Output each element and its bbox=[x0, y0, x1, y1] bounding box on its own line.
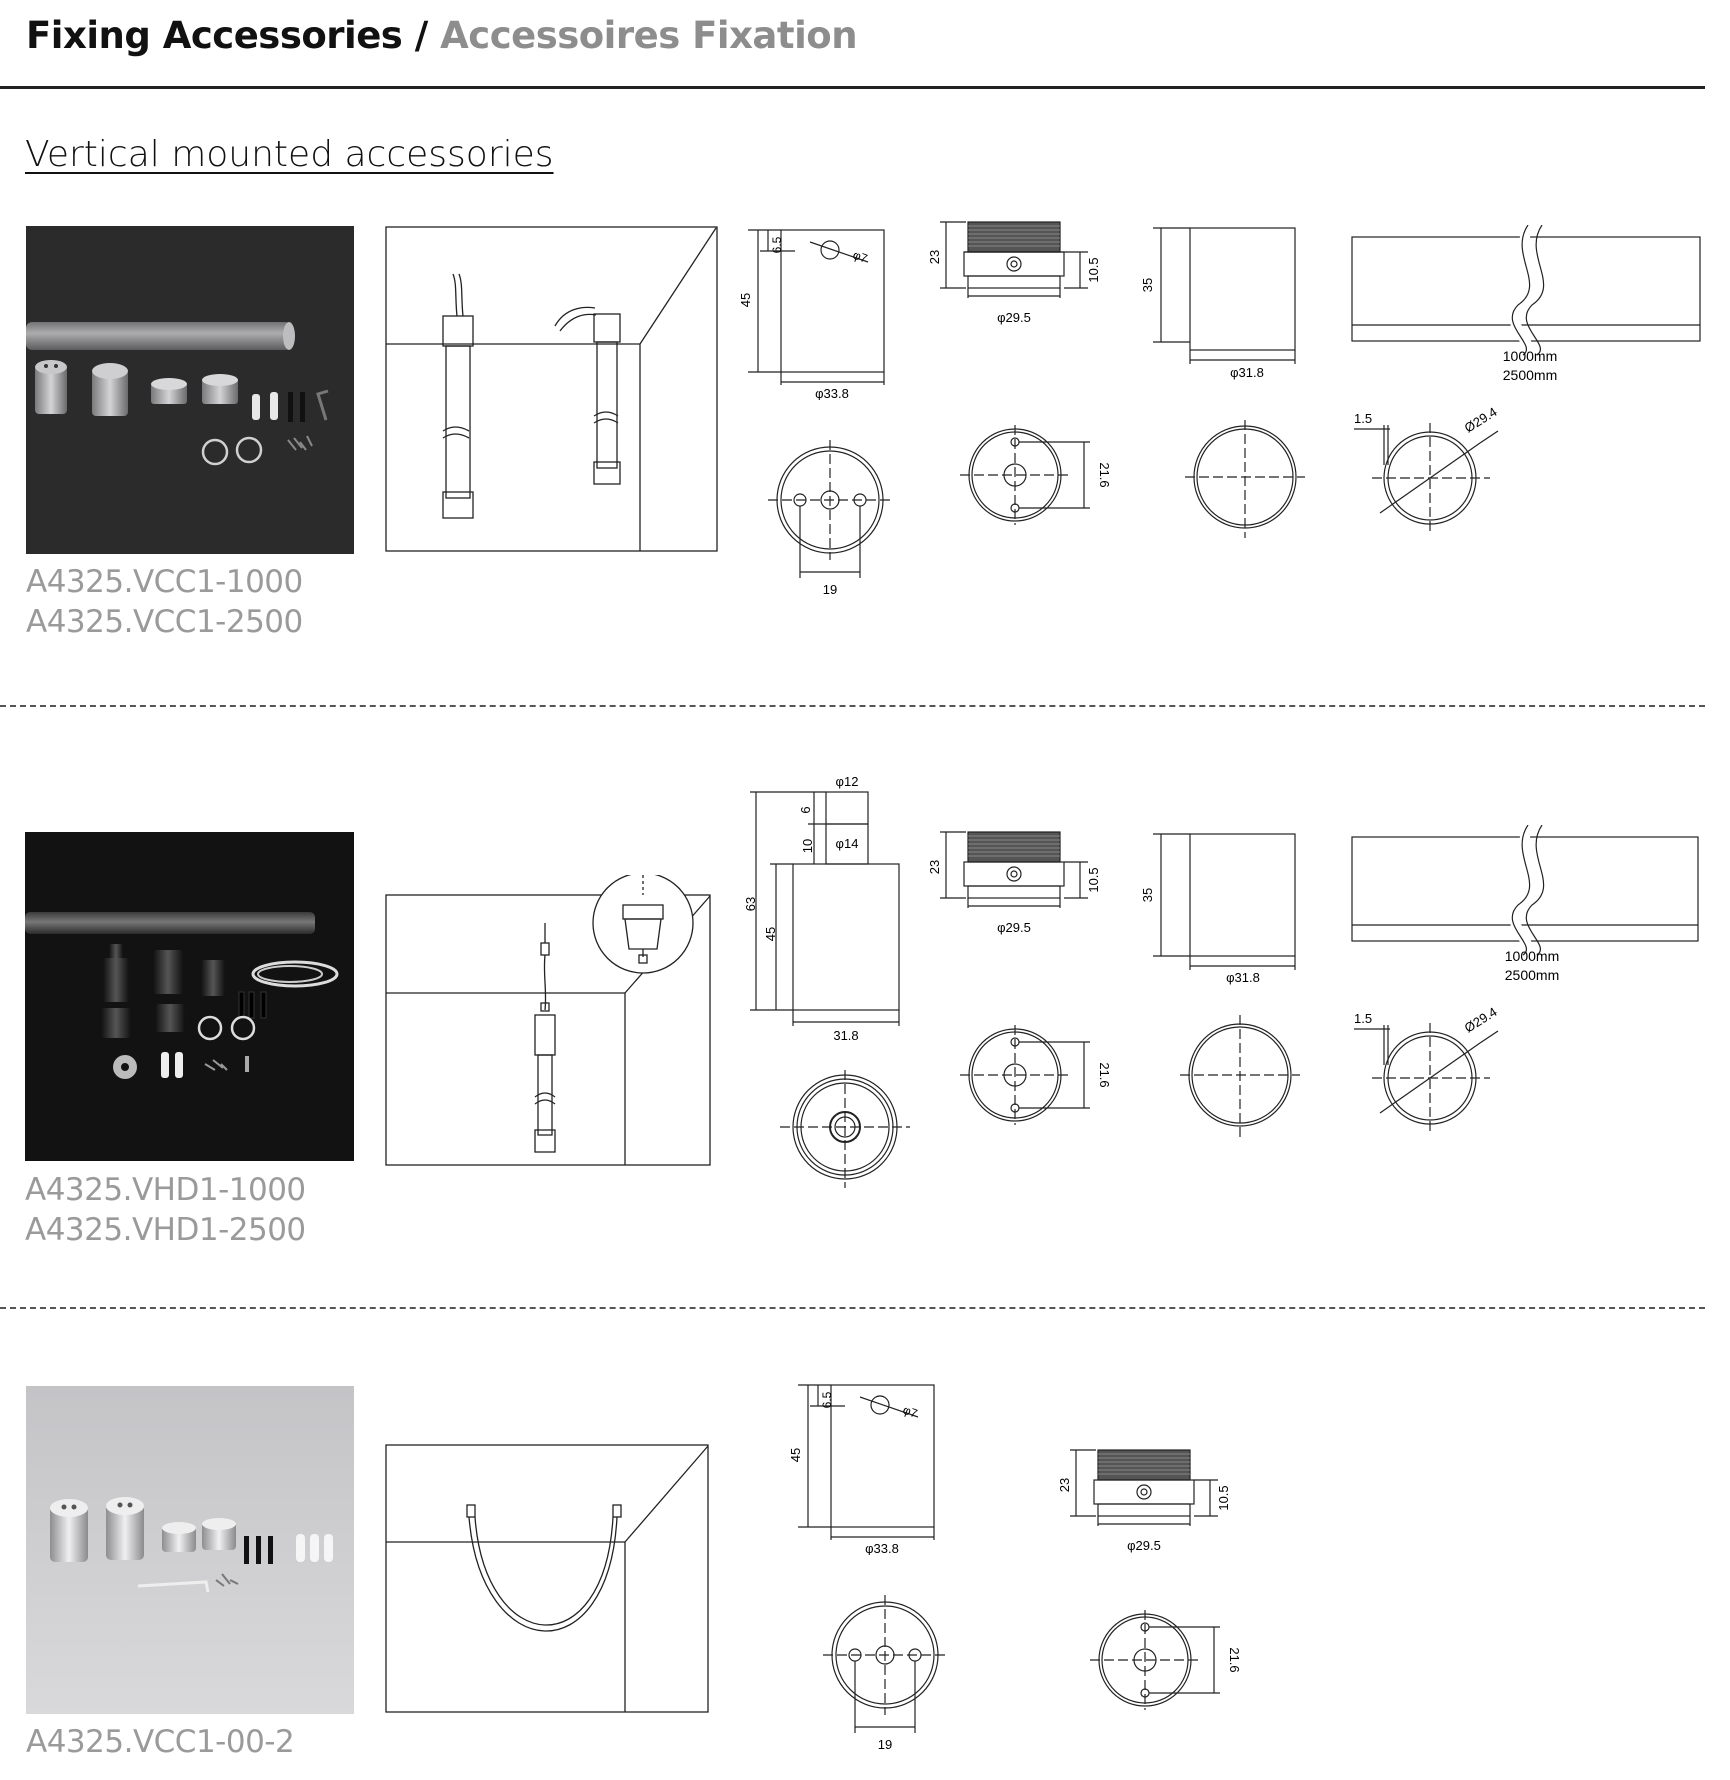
threaded-cap-bottom-view-vcc1: 21.6 bbox=[960, 425, 1110, 525]
dim-phi33-8: φ33.8 bbox=[865, 1541, 899, 1555]
dim-10-5: 10.5 bbox=[1086, 867, 1101, 892]
dim-2500mm: 2500mm bbox=[1503, 367, 1557, 383]
product-code: A4325.VHD1-2500 bbox=[25, 1212, 306, 1248]
dim-10: 10 bbox=[800, 839, 815, 853]
product-code: A4325.VCC1-00-2 bbox=[26, 1724, 295, 1760]
threaded-cap-drawing-vcc1-00: 23 10.5 φ29.5 bbox=[1057, 1449, 1231, 1553]
dim-phi29-5: φ29.5 bbox=[997, 920, 1031, 935]
header-rule bbox=[0, 86, 1705, 89]
title-separator: / bbox=[414, 14, 429, 57]
product-photo-vhd1-illustration bbox=[25, 832, 354, 1161]
dim-1-5: 1.5 bbox=[1354, 411, 1372, 426]
dim-phi7: φ7 bbox=[901, 1403, 920, 1421]
tube-section-view-vhd1: 1.5 Ø29.4 bbox=[1354, 1005, 1500, 1133]
dim-10-5: 10.5 bbox=[1216, 1485, 1231, 1510]
dim-63: 63 bbox=[743, 897, 758, 911]
dim-23: 23 bbox=[927, 860, 942, 874]
dim-19: 19 bbox=[878, 1737, 892, 1752]
dim-1000mm: 1000mm bbox=[1503, 348, 1557, 364]
product-photo-vhd1 bbox=[25, 832, 354, 1161]
dim-21-6: 21.6 bbox=[1097, 462, 1110, 487]
installation-sketch-vcc1 bbox=[385, 226, 718, 552]
dim-45: 45 bbox=[763, 927, 778, 941]
pendant-cap-bottom-view-vhd1 bbox=[780, 1070, 910, 1188]
dim-1000mm: 1000mm bbox=[1505, 948, 1559, 964]
dim-23: 23 bbox=[1057, 1478, 1072, 1492]
pendant-cap-drawing-vhd1: φ12 φ14 6 10 63 45 31.8 bbox=[743, 774, 900, 1043]
title-en: Fixing Accessories bbox=[26, 14, 403, 57]
title-fr: Accessoires Fixation bbox=[440, 14, 858, 57]
dim-23: 23 bbox=[927, 250, 942, 264]
product-photo-vcc1-illustration bbox=[26, 226, 354, 554]
dim-6: 6 bbox=[798, 806, 813, 813]
section-title: Vertical mounted accessories bbox=[25, 134, 554, 175]
plain-cap-drawing-vcc1: 35 φ31.8 bbox=[1140, 227, 1296, 380]
dim-phi7: φ7 bbox=[851, 248, 870, 266]
threaded-cap-drawing-vhd1: 23 10.5 φ29.5 bbox=[927, 831, 1101, 935]
dim-1-5: 1.5 bbox=[1354, 1011, 1372, 1026]
dim-2500mm: 2500mm bbox=[1505, 967, 1559, 983]
dim-phi29-5: φ29.5 bbox=[1127, 1538, 1161, 1553]
dim-phi29-5: φ29.5 bbox=[997, 310, 1031, 325]
dim-phi33-8: φ33.8 bbox=[815, 386, 849, 400]
dim-phi31-8: φ31.8 bbox=[1230, 365, 1264, 380]
dim-6-5: 6.5 bbox=[820, 1391, 834, 1408]
product-photo-vcc1-00-illustration bbox=[26, 1386, 354, 1714]
tube-profile-drawing-vcc1: 1000mm 2500mm bbox=[1351, 225, 1701, 383]
product-photo-vcc1-00 bbox=[26, 1386, 354, 1714]
plain-cap-bottom-view-vcc1 bbox=[1185, 420, 1305, 538]
tube-section-view-vcc1: 1.5 Ø29.4 bbox=[1354, 405, 1500, 533]
dim-o29-4: Ø29.4 bbox=[1462, 1005, 1500, 1036]
installation-sketch-vcc1-00 bbox=[385, 1444, 709, 1713]
dim-19: 19 bbox=[823, 582, 837, 597]
section-divider bbox=[0, 705, 1705, 707]
dim-45: 45 bbox=[790, 1448, 803, 1462]
dim-o29-4: Ø29.4 bbox=[1462, 405, 1500, 436]
threaded-cap-bottom-view-vhd1: 21.6 bbox=[960, 1025, 1110, 1125]
cap-bottom-view-vcc1-00: 19 bbox=[823, 1595, 947, 1752]
dim-21-6: 21.6 bbox=[1097, 1062, 1110, 1087]
product-code: A4325.VHD1-1000 bbox=[25, 1172, 306, 1208]
dim-35: 35 bbox=[1140, 888, 1155, 902]
dim-phi12: φ12 bbox=[836, 774, 859, 789]
dim-phi31-8: φ31.8 bbox=[1226, 970, 1260, 985]
threaded-cap-bottom-view-vcc1-00: 21.6 bbox=[1090, 1610, 1240, 1710]
plain-cap-bottom-view-vhd1 bbox=[1180, 1015, 1300, 1137]
cap-bottom-view-vcc1: 19 bbox=[768, 440, 892, 597]
cap-side-drawing-vcc1: 6.5 45 φ7 φ33.8 bbox=[740, 229, 885, 400]
installation-sketch-vhd1 bbox=[385, 875, 711, 1166]
page-title: Fixing Accessories / Accessoires Fixatio… bbox=[26, 14, 858, 57]
product-code: A4325.VCC1-1000 bbox=[26, 564, 303, 600]
product-photo-vcc1 bbox=[26, 226, 354, 554]
dim-6-5: 6.5 bbox=[770, 236, 784, 253]
dim-phi14: φ14 bbox=[836, 836, 859, 851]
tube-profile-drawing-vhd1: 1000mm 2500mm bbox=[1351, 825, 1699, 983]
dim-35: 35 bbox=[1140, 278, 1155, 292]
plain-cap-drawing-vhd1: 35 φ31.8 bbox=[1140, 833, 1296, 985]
dim-10-5: 10.5 bbox=[1086, 257, 1101, 282]
section-divider bbox=[0, 1307, 1705, 1309]
dim-45: 45 bbox=[740, 293, 753, 307]
dim-31-8: 31.8 bbox=[833, 1028, 858, 1043]
product-code: A4325.VCC1-2500 bbox=[26, 604, 303, 640]
threaded-cap-drawing-vcc1: 23 10.5 φ29.5 bbox=[927, 221, 1101, 325]
dim-21-6: 21.6 bbox=[1227, 1647, 1240, 1672]
cap-side-drawing-vcc1-00: 6.5 45 φ7 φ33.8 bbox=[790, 1384, 935, 1555]
